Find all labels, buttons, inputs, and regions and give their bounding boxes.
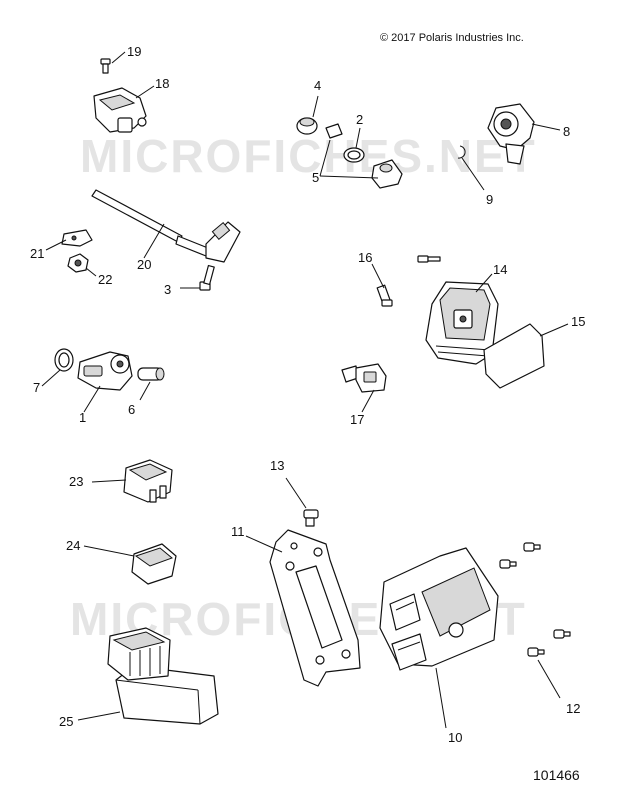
part-22-nut bbox=[67, 253, 89, 273]
callout-4: 4 bbox=[314, 78, 321, 93]
part-8-knock-sensor bbox=[487, 103, 535, 165]
part-14-screw bbox=[417, 255, 441, 263]
callout-7: 7 bbox=[33, 380, 40, 395]
callout-24: 24 bbox=[66, 538, 80, 553]
callout-15: 15 bbox=[571, 314, 585, 329]
callout-6: 6 bbox=[128, 402, 135, 417]
callout-12: 12 bbox=[566, 701, 580, 716]
callout-2: 2 bbox=[356, 112, 363, 127]
callout-14: 14 bbox=[493, 262, 507, 277]
part-10-ecu bbox=[379, 547, 499, 671]
part-21-bracket bbox=[61, 229, 93, 247]
part-9-ring-clip bbox=[457, 145, 466, 159]
part-7-o-ring bbox=[54, 348, 74, 372]
callout-20: 20 bbox=[137, 257, 151, 272]
callout-17: 17 bbox=[350, 412, 364, 427]
part-24-block bbox=[131, 543, 177, 585]
part-19-bolt bbox=[100, 58, 111, 74]
callout-1: 1 bbox=[79, 410, 86, 425]
part-15-plate bbox=[483, 323, 545, 389]
callout-22: 22 bbox=[98, 272, 112, 287]
part-17-temp-sensor bbox=[341, 363, 387, 393]
part-20-speed-sensor bbox=[91, 189, 241, 263]
watermark-top: MICROFICHES.NET bbox=[80, 130, 537, 182]
callout-5: 5 bbox=[312, 170, 319, 185]
part-2-ring bbox=[343, 147, 365, 163]
part-25-fuse-box bbox=[107, 627, 219, 725]
part-16-bolt bbox=[376, 284, 393, 307]
part-5-connector bbox=[371, 159, 403, 189]
callout-9: 9 bbox=[486, 192, 493, 207]
callout-labels: 19 18 4 2 5 8 9 21 20 22 3 16 14 15 7 6 … bbox=[30, 44, 585, 745]
callout-18: 18 bbox=[155, 76, 169, 91]
callout-21: 21 bbox=[30, 246, 44, 261]
part-11-bracket bbox=[269, 529, 361, 687]
part-23-relay bbox=[123, 459, 173, 503]
part-12-bolt-a bbox=[523, 542, 541, 552]
part-6-pin bbox=[137, 367, 165, 381]
callout-11: 11 bbox=[231, 524, 245, 539]
part-13-screw bbox=[303, 509, 319, 527]
part-14-module bbox=[425, 281, 499, 365]
callout-19: 19 bbox=[127, 44, 141, 59]
part-18-sensor bbox=[93, 87, 147, 133]
callout-25: 25 bbox=[59, 714, 73, 729]
callout-23: 23 bbox=[69, 474, 83, 489]
callout-10: 10 bbox=[448, 730, 462, 745]
callout-8: 8 bbox=[563, 124, 570, 139]
copyright-notice: © 2017 Polaris Industries Inc. bbox=[380, 32, 524, 44]
part-1-cam-sensor bbox=[77, 351, 133, 391]
document-number: 101466 bbox=[533, 767, 580, 783]
part-12-bolt-b bbox=[499, 559, 517, 569]
callout-16: 16 bbox=[358, 250, 372, 265]
part-3-screw bbox=[199, 264, 215, 291]
part-12-bolt-c bbox=[553, 629, 571, 639]
callout-3: 3 bbox=[164, 282, 171, 297]
part-12-bolt-d bbox=[527, 647, 545, 657]
part-4-cap bbox=[296, 117, 318, 135]
part-5-clip bbox=[325, 123, 343, 139]
callout-13: 13 bbox=[270, 458, 284, 473]
